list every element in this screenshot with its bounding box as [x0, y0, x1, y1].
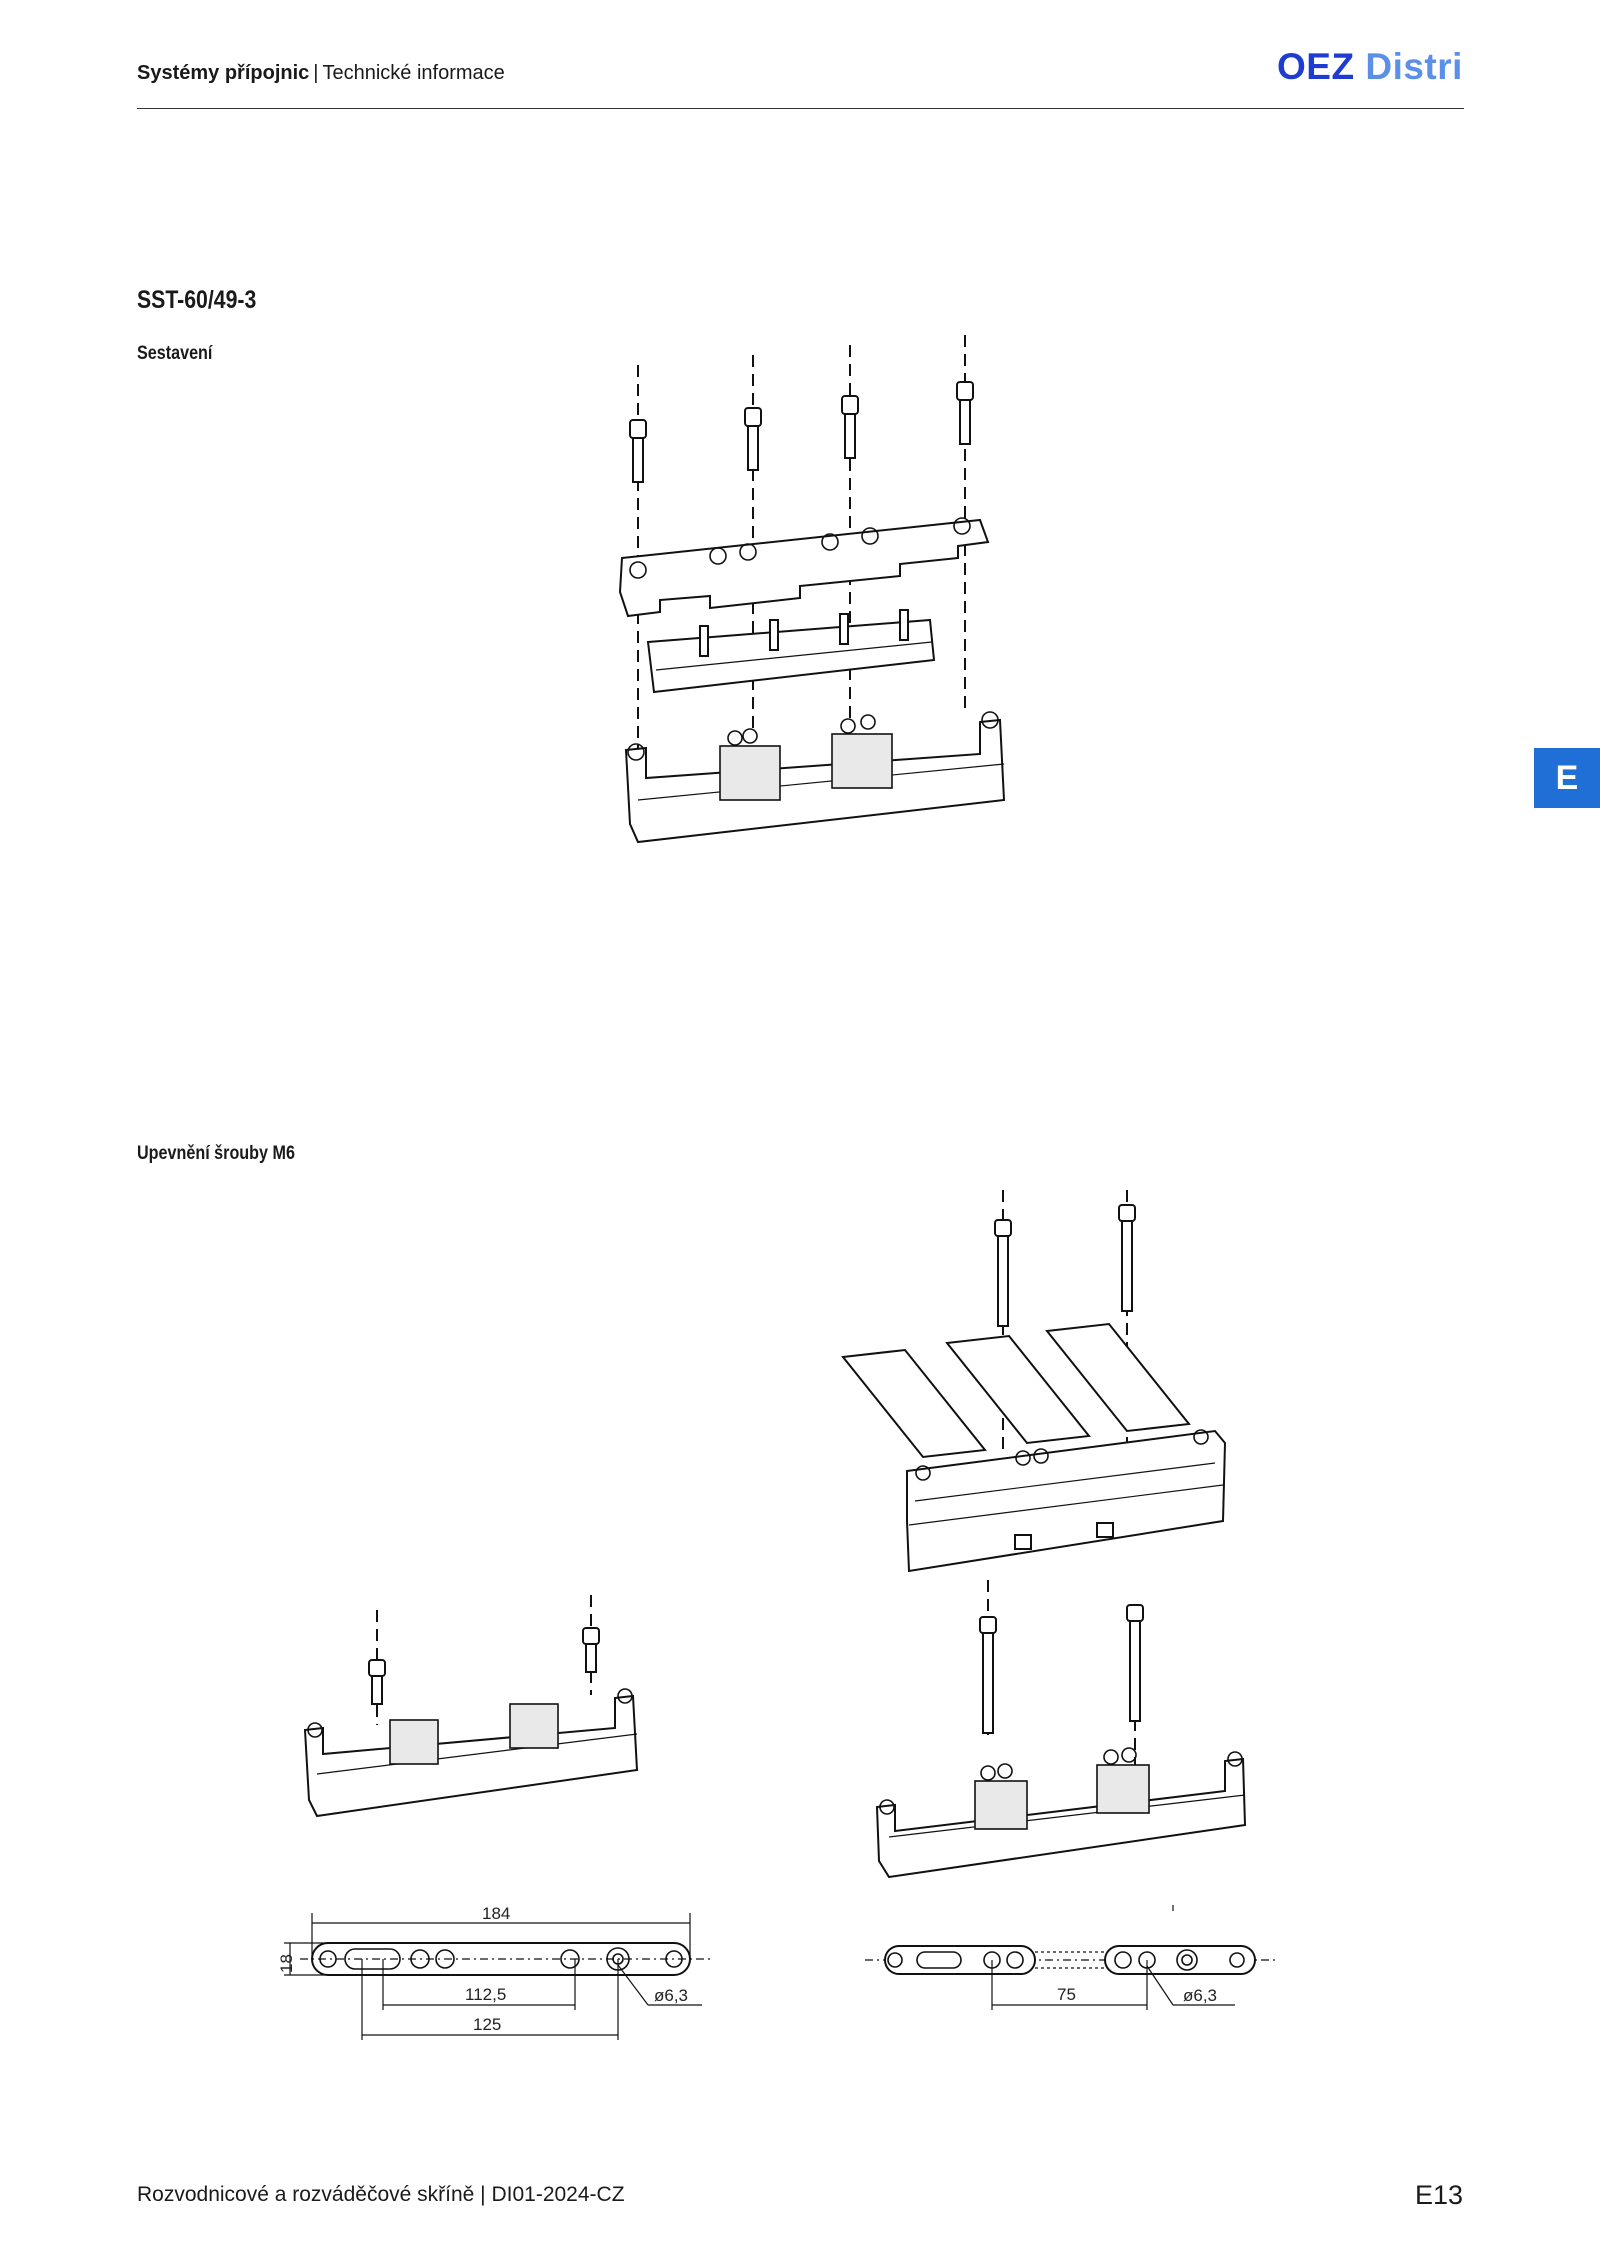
product-code-heading: SST-60/49-3 — [137, 286, 257, 314]
header-section: Systémy přípojnic — [137, 62, 310, 84]
header-rule — [137, 108, 1464, 109]
footer-catalogue-name: Rozvodnicové a rozváděčové skříně — [137, 2183, 475, 2206]
assembly-heading: Sestavení — [137, 343, 213, 364]
mount-screw-left — [368, 1659, 386, 1705]
assembly-exploded-drawing — [618, 335, 1006, 844]
dim-holes-right-label: 75 — [1057, 1985, 1076, 2004]
footer-catalogue: Rozvodnicové a rozváděčové skříně | DI01… — [137, 2183, 625, 2207]
dimension-drawing-left: 184 18 112,5 125 ø6,3 — [277, 1904, 710, 2040]
header-divider: | — [313, 62, 319, 84]
screw-4 — [956, 381, 974, 445]
dim-span-label: 125 — [473, 2015, 501, 2034]
page-number: E13 — [1415, 2180, 1464, 2210]
mounting-right-iso-drawing — [841, 1190, 1247, 1911]
busbar-1 — [841, 1348, 987, 1459]
header-topic: Technické informace — [322, 62, 505, 84]
busbar-3 — [1045, 1322, 1191, 1433]
dim-holes-label: 112,5 — [465, 1985, 506, 2004]
dimension-drawing-right: 75 ø6,3 — [865, 1945, 1275, 2010]
cover-plate — [618, 517, 990, 618]
base-holder — [624, 711, 1006, 844]
holder-with-cover — [906, 1429, 1227, 1573]
holder-base — [875, 1747, 1247, 1879]
screw-3 — [841, 395, 859, 459]
footer-doc-code: DI01-2024-CZ — [491, 2183, 625, 2206]
long-screw-bottom-right — [1126, 1604, 1144, 1722]
long-screw-top-left — [994, 1219, 1012, 1327]
mounting-heading: Upevnění šrouby M6 — [137, 1143, 295, 1164]
dim-diameter-right-label: ø6,3 — [1183, 1986, 1217, 2005]
screw-2 — [744, 407, 762, 471]
brand-logo: OEZ Distri — [1277, 46, 1463, 88]
section-tab[interactable]: E — [1534, 748, 1600, 808]
mounting-left-iso-drawing — [303, 1595, 639, 1818]
dim-height-label: 18 — [277, 1954, 296, 1973]
long-screw-bottom-left — [979, 1616, 997, 1734]
long-screw-top-right — [1118, 1204, 1136, 1312]
logo-oez: OEZ — [1277, 46, 1355, 87]
dim-total-label: 184 — [482, 1904, 510, 1923]
header-breadcrumb: Systémy přípojnic|Technické informace — [137, 62, 505, 85]
screw-1 — [629, 419, 647, 483]
dim-diameter-left-label: ø6,3 — [654, 1986, 688, 2005]
footer-divider: | — [474, 2183, 492, 2206]
logo-distri: Distri — [1365, 46, 1463, 87]
middle-insert — [646, 609, 936, 694]
mount-screw-right — [582, 1627, 600, 1673]
busbar-2 — [945, 1334, 1091, 1445]
